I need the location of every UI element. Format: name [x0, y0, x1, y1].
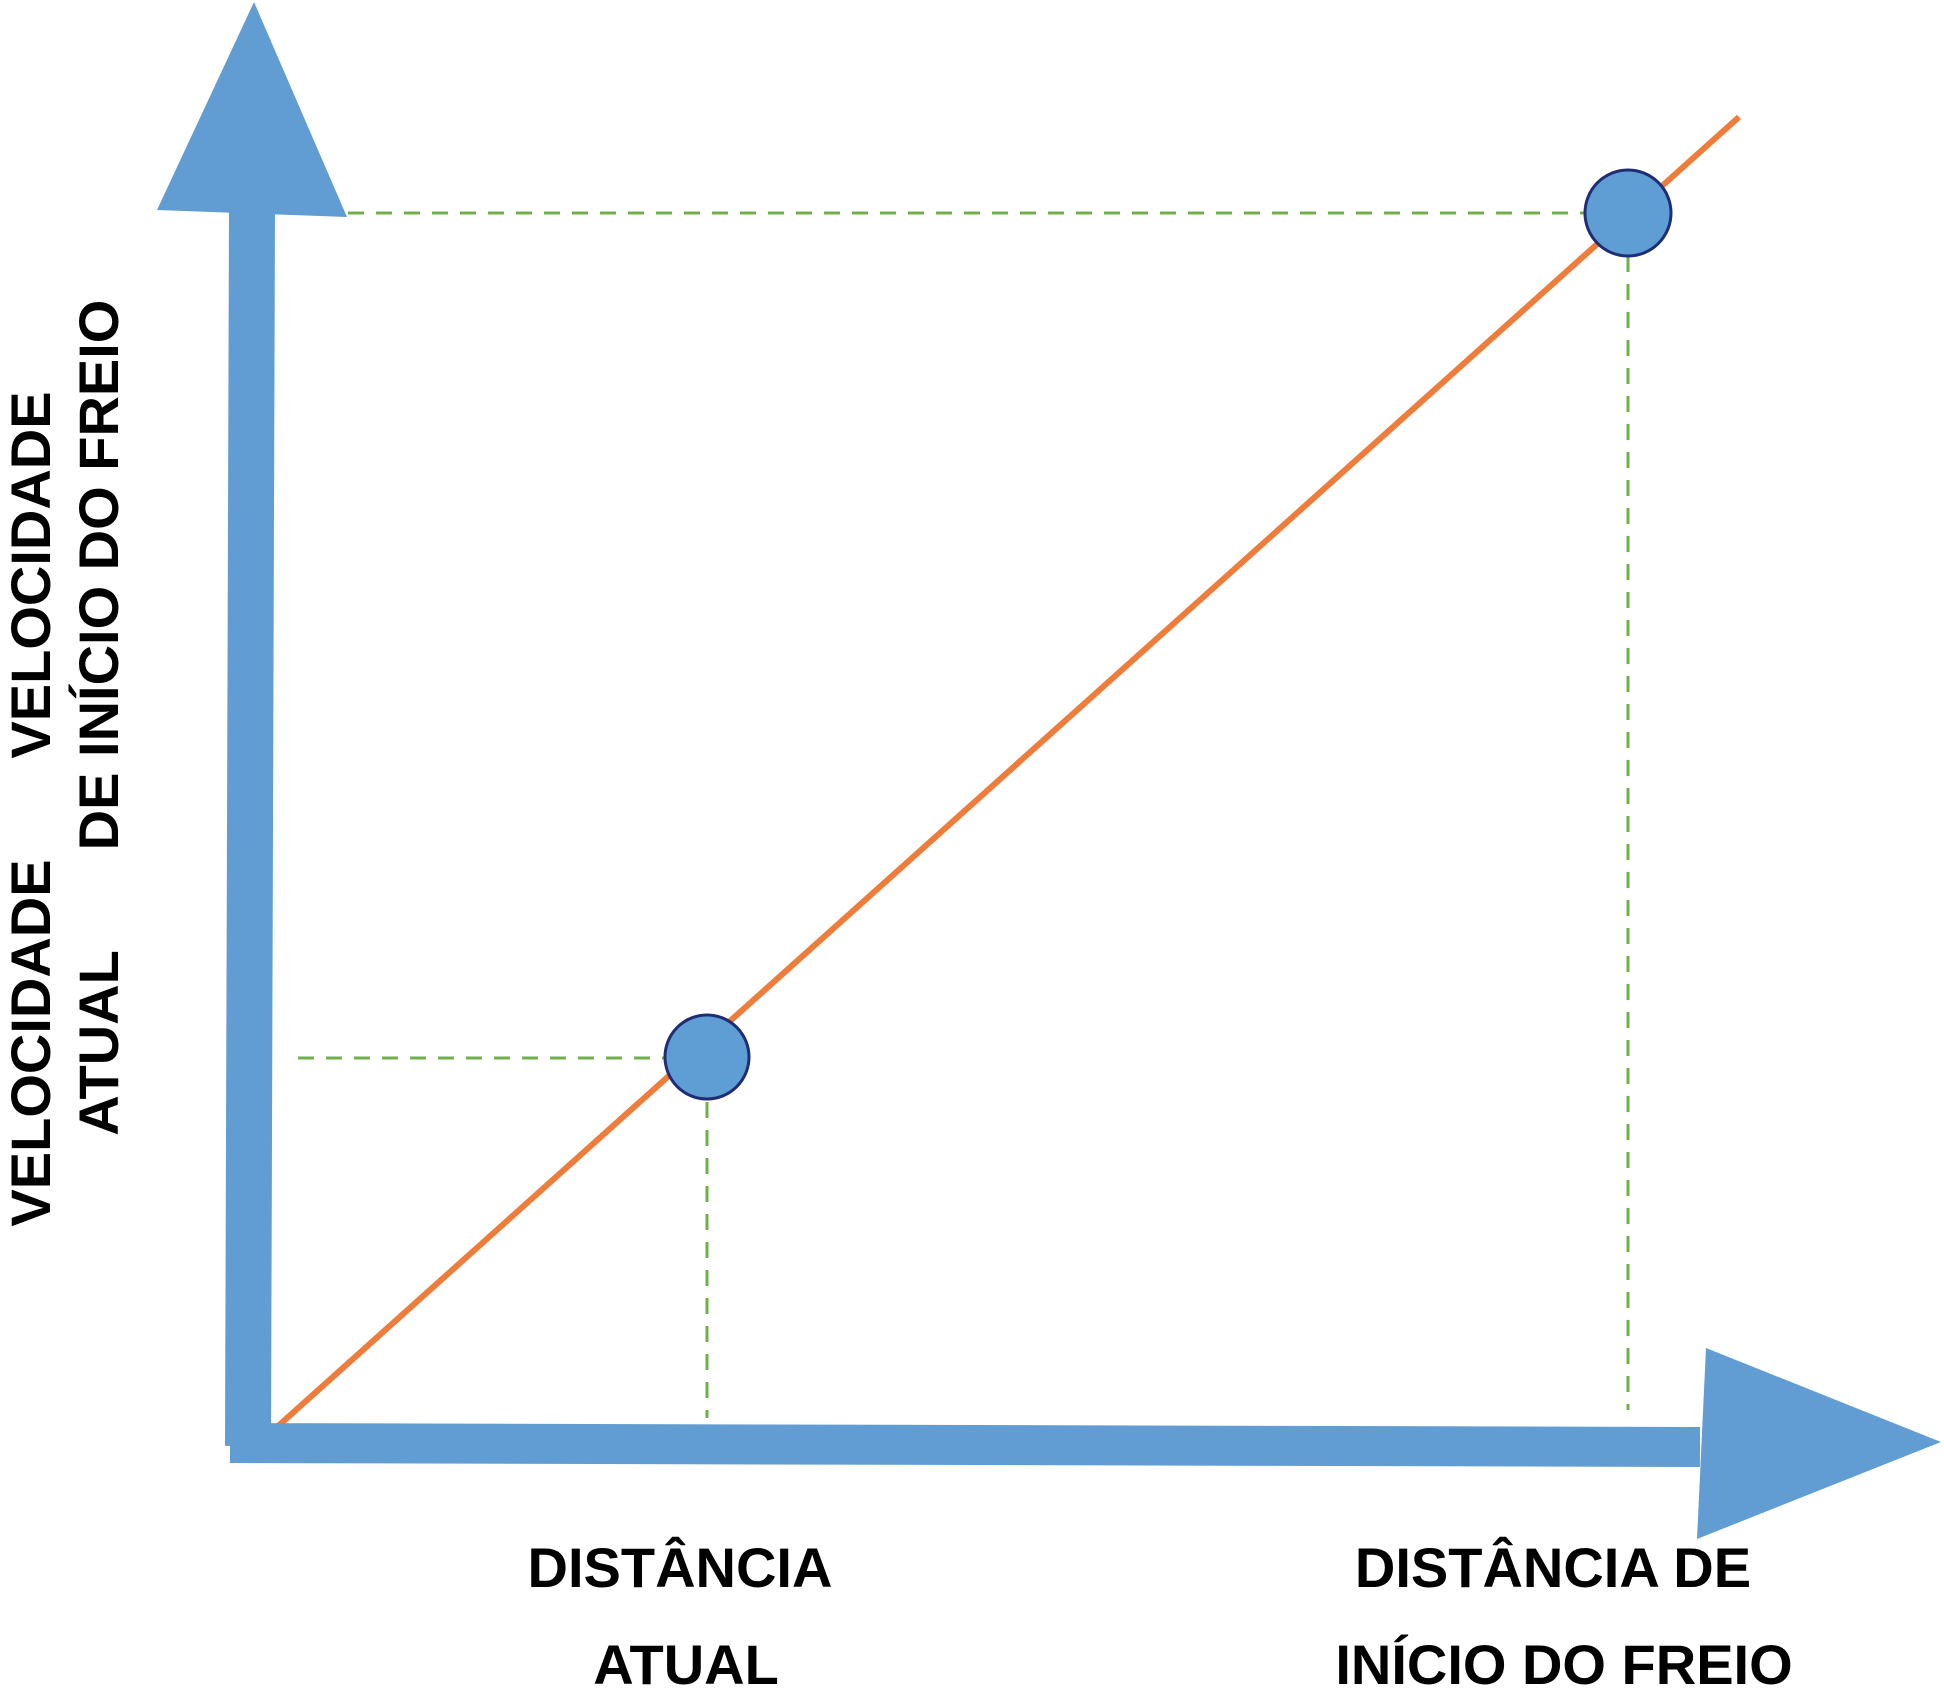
y-label-current-speed: VELOCIDADE ATUAL — [0, 859, 130, 1226]
y-label-current-speed-line2: ATUAL — [67, 950, 130, 1136]
x-label-braking-distance: DISTÂNCIA DE INÍCIO DO FREIO — [1335, 1536, 1792, 1696]
y-axis-shaft — [225, 207, 275, 1447]
point-braking-start — [1583, 168, 1673, 258]
point-current — [663, 1013, 751, 1101]
trend-line — [274, 114, 1742, 1430]
y-axis-arrowhead — [157, 2, 347, 217]
x-label-braking-distance-line2: INÍCIO DO FREIO — [1335, 1633, 1792, 1696]
x-label-braking-distance-line1: DISTÂNCIA DE — [1355, 1536, 1751, 1599]
x-axis-arrowhead — [1697, 1348, 1941, 1539]
x-label-current-distance: DISTÂNCIA ATUAL — [528, 1536, 833, 1696]
y-label-braking-speed-line2: DE INÍCIO DO FREIO — [67, 300, 130, 851]
y-label-current-speed-line1: VELOCIDADE — [0, 859, 62, 1226]
x-label-current-distance-line2: ATUAL — [593, 1633, 779, 1696]
y-label-braking-speed: VELOCIDADE DE INÍCIO DO FREIO — [0, 300, 130, 851]
x-axis-shaft — [229, 1423, 1701, 1467]
y-label-braking-speed-line1: VELOCIDADE — [0, 391, 62, 758]
x-label-current-distance-line1: DISTÂNCIA — [528, 1536, 833, 1599]
